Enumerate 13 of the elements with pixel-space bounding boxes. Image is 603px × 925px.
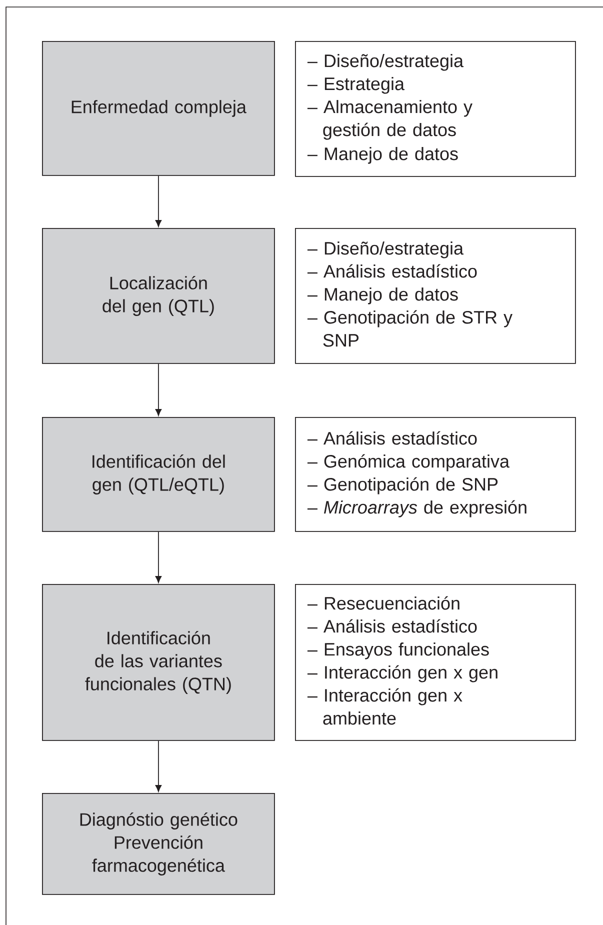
process-box: Identificación de las variantes funcionales (QTN) <box>42 584 275 741</box>
process-box: Identificación del gen (QTL/eQTL) <box>42 417 275 532</box>
arrow <box>155 531 162 583</box>
arrow <box>155 740 162 792</box>
arrow <box>155 175 162 227</box>
arrow <box>155 363 162 416</box>
process-box: Localización del gen (QTL) <box>42 228 275 364</box>
list-box: – Diseño/estrategia – Análisis estadístico – Manejo de datos – Genotipación de STR y SNP <box>295 228 576 364</box>
process-box: Enfermedad compleja <box>42 41 275 176</box>
list-box: – Diseño/estrategia – Estrategia – Almacenamiento y gestión de datos – Manejo de datos <box>295 41 576 177</box>
list-box: – Análisis estadístico – Genómica comparativa – Genotipación de SNP – Microarrays de expresión <box>295 417 576 532</box>
list-box: – Resecuenciación – Análisis estadístico – Ensayos funcionales – Interacción gen x gen – Interacción gen x ambiente <box>295 584 576 741</box>
process-box: Diagnóstio genético Prevención farmacogenética <box>42 793 275 895</box>
